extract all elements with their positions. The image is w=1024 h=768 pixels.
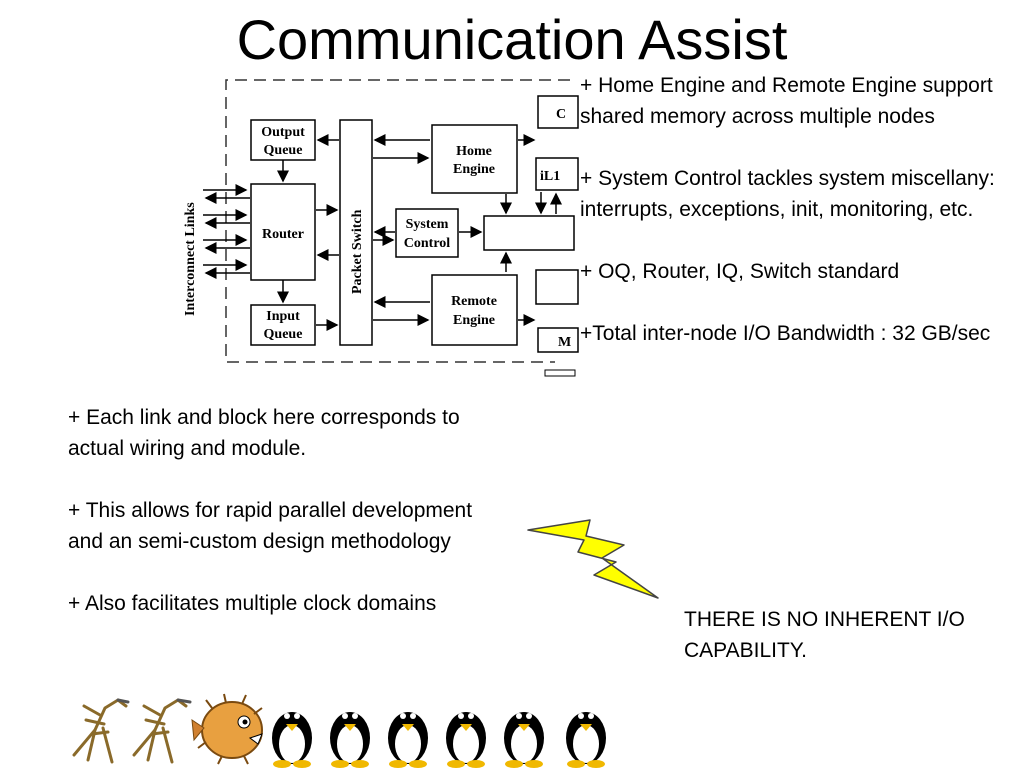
penguin-icon: [330, 712, 370, 768]
svg-text:Queue: Queue: [264, 327, 303, 342]
penguin-icon: [504, 712, 544, 768]
penguin-icon: [272, 712, 312, 768]
internal-arrows: [277, 134, 562, 331]
packet-switch-block: Packet Switch: [339, 119, 373, 346]
bullet-system-control: + System Control tackles system miscella…: [580, 167, 995, 221]
bullet-io-bandwidth: +Total inter-node I/O Bandwidth : 32 GB/…: [580, 322, 991, 345]
pufferfish-icon: [191, 693, 263, 765]
home-engine-block: Home Engine: [431, 124, 518, 194]
svg-text:Engine: Engine: [453, 313, 495, 328]
partial-block-mid: [535, 269, 579, 305]
system-control-block: System Control: [395, 208, 459, 258]
bullet-parallel-development: + This allows for rapid parallel develop…: [68, 499, 473, 553]
bullet-standard-blocks: + OQ, Router, IQ, Switch standard: [580, 260, 900, 283]
penguin-icon: [446, 712, 486, 768]
svg-text:iL1: iL1: [540, 169, 560, 184]
partial-block-bottom: [544, 369, 576, 377]
svg-text:Remote: Remote: [451, 294, 497, 309]
svg-text:Home: Home: [456, 144, 492, 159]
svg-text:Router: Router: [262, 227, 304, 242]
penguin-icon: [566, 712, 606, 768]
io-capability-callout: THERE IS NO INHERENT I/O CAPABILITY.: [684, 608, 965, 662]
svg-text:System: System: [406, 217, 449, 232]
bullet-actual-wiring: + Each link and block here corresponds t…: [68, 406, 460, 460]
input-queue-block: Input Queue: [250, 304, 316, 346]
bullet-clock-domains: + Also facilitates multiple clock domain…: [68, 592, 437, 615]
svg-text:Packet Switch: Packet Switch: [350, 209, 365, 294]
partial-c-block: C: [537, 95, 579, 129]
il1-block: iL1: [535, 157, 579, 191]
svg-text:Queue: Queue: [264, 143, 303, 158]
left-bullet-list: + Each link and block here corresponds t…: [68, 402, 488, 619]
bus-block: [483, 215, 575, 251]
right-bullet-list: + Home Engine and Remote Engine support …: [580, 70, 1010, 349]
bullet-home-remote-engine: + Home Engine and Remote Engine support …: [580, 74, 993, 128]
svg-text:Input: Input: [266, 309, 300, 324]
svg-text:Control: Control: [404, 236, 451, 251]
remote-engine-block: Remote Engine: [431, 274, 518, 346]
interconnect-links-label: Interconnect Links: [183, 202, 198, 316]
slide-title: Communication Assist: [236, 8, 788, 71]
output-queue-block: Output Queue: [250, 119, 316, 161]
dinosaur-skeleton-icon: [72, 698, 130, 764]
penguin-icon: [388, 712, 428, 768]
svg-text:M: M: [558, 335, 571, 350]
svg-text:Output: Output: [261, 125, 305, 140]
dinosaur-skeleton-icon: [132, 698, 192, 764]
router-block: Router: [250, 183, 316, 281]
interconnect-link-arrows: [203, 184, 250, 279]
svg-text:Engine: Engine: [453, 162, 495, 177]
partial-m-block: M: [537, 327, 579, 353]
svg-text:C: C: [556, 107, 566, 122]
dashed-boundary: [225, 79, 570, 363]
